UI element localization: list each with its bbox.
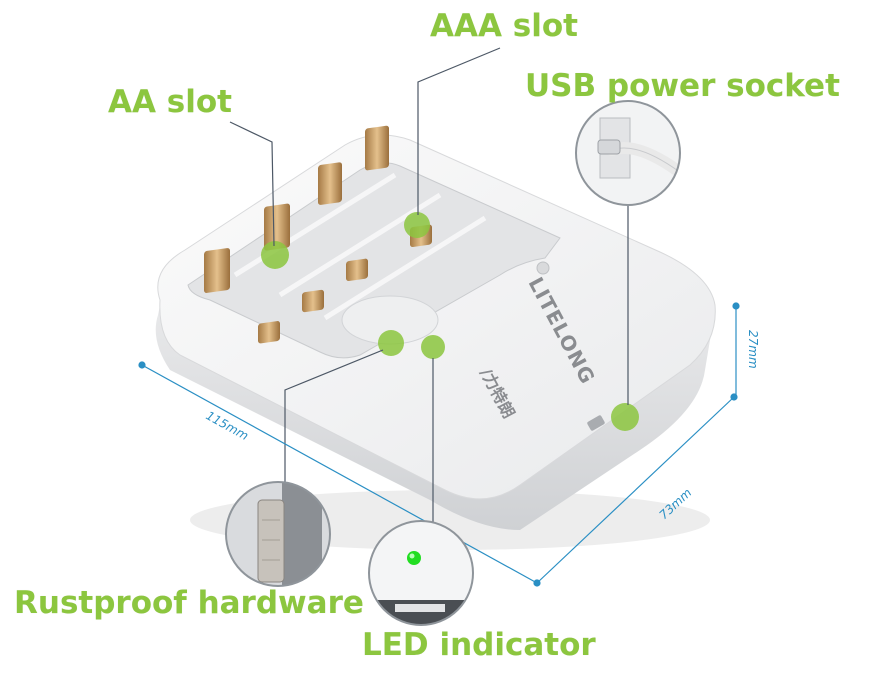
contacts-top bbox=[204, 125, 389, 293]
marker-usb bbox=[611, 403, 639, 431]
label-aa-slot: AA slot bbox=[108, 84, 232, 120]
marker-led bbox=[421, 335, 445, 359]
dim-height-label: 27mm bbox=[746, 330, 760, 369]
marker-dots bbox=[261, 212, 639, 431]
leader-aa bbox=[229, 121, 275, 247]
marker-aa bbox=[261, 241, 289, 269]
leader-rustproof bbox=[284, 349, 384, 484]
usb-port bbox=[587, 415, 605, 431]
leader-aaa bbox=[417, 47, 501, 215]
zoom-usb bbox=[575, 100, 681, 206]
dim-line-width bbox=[536, 396, 735, 584]
dim-line-length bbox=[141, 364, 538, 584]
dimension-lines bbox=[138, 302, 740, 587]
led-light bbox=[407, 551, 421, 565]
marker-aaa bbox=[404, 212, 430, 238]
label-aaa-slot: AAA slot bbox=[430, 8, 578, 44]
zoom-rustproof bbox=[225, 481, 331, 587]
label-rustproof-hardware: Rustproof hardware bbox=[14, 585, 364, 621]
label-led-indicator: LED indicator bbox=[362, 627, 596, 663]
marker-rustproof bbox=[378, 330, 404, 356]
zoom-led bbox=[368, 520, 474, 626]
label-usb-socket: USB power socket bbox=[525, 68, 840, 104]
indicator-window bbox=[536, 261, 550, 275]
dim-length-label: 115mm bbox=[204, 408, 251, 443]
